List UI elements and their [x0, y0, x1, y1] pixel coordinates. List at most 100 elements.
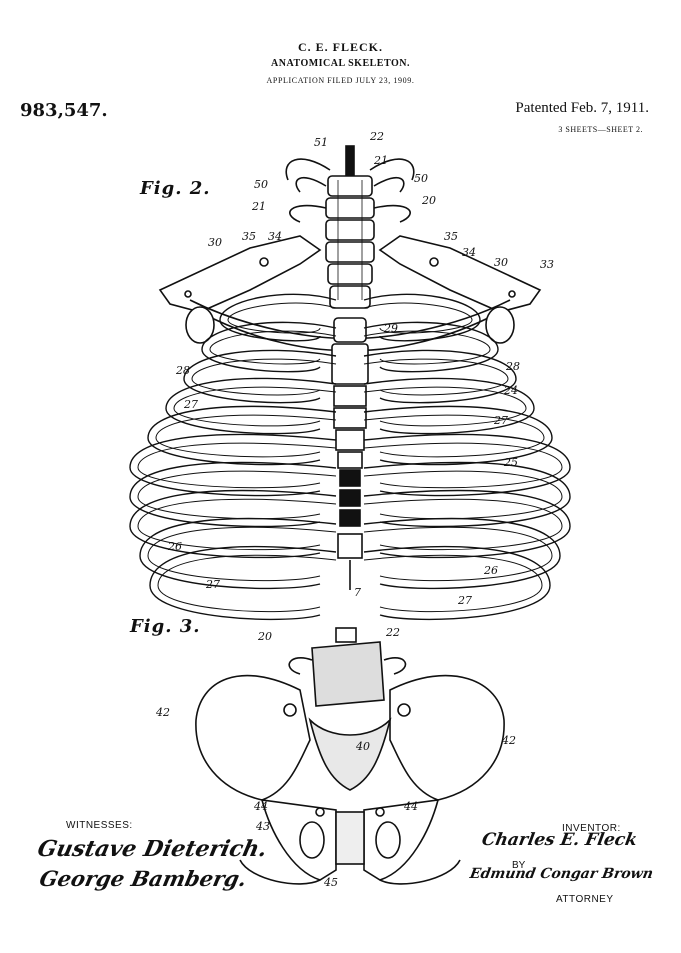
rib-inner-edge [191, 358, 337, 396]
ref-45: 45 [324, 876, 338, 889]
witness-signature-1: Gustave Dieterich. [35, 836, 270, 862]
ref-27-left-top: 27 [184, 398, 198, 411]
ref-27-right-top: 27 [494, 414, 508, 427]
patented-date: Patented Feb. 7, 1911. [515, 100, 649, 116]
ref-42-left: 42 [156, 706, 170, 719]
rib-inner-edge [363, 442, 563, 489]
sheet-count: 3 SHEETS—SHEET 2. [558, 125, 643, 134]
ref-30-right: 30 [494, 256, 508, 269]
ref-50-left: 50 [254, 178, 268, 191]
rib [219, 293, 337, 342]
rib [201, 321, 337, 373]
ref-27-left-bottom: 27 [206, 578, 220, 591]
ref-25: 25 [504, 456, 518, 469]
ref-24: 24 [504, 384, 518, 397]
rib-inner-edge [147, 526, 337, 582]
ref-40: 40 [356, 740, 370, 753]
ref-33: 33 [540, 258, 554, 271]
ref-50-right: 50 [414, 172, 428, 185]
ref-42-right: 42 [502, 734, 516, 747]
ref-22-pelvis: 22 [386, 626, 400, 639]
rib [363, 405, 553, 466]
ref-34-left: 34 [268, 230, 282, 243]
attorney-label: ATTORNEY [556, 894, 614, 905]
rib [363, 517, 561, 590]
rib-inner-edge [363, 526, 553, 582]
rib [363, 321, 499, 373]
rib-inner-edge [137, 498, 337, 551]
rib [129, 461, 337, 528]
ref-26-left: 26 [168, 540, 182, 553]
ref-20-pelvis: 20 [258, 630, 272, 643]
ref-34-right: 34 [462, 246, 476, 259]
witness-signature-2: George Bamberg. [37, 866, 250, 891]
rib [363, 461, 571, 528]
rib-inner-edge [363, 358, 509, 396]
rib [363, 377, 535, 435]
rib [363, 293, 481, 342]
rib-inner-edge [173, 386, 337, 427]
ref-29: 29 [384, 322, 398, 335]
ref-35-right: 35 [444, 230, 458, 243]
filing-date: APPLICATION FILED JULY 23, 1909. [266, 76, 415, 85]
rib [165, 377, 337, 435]
ref-27-right-bottom: 27 [458, 594, 472, 607]
rib-inner-edge [363, 414, 545, 458]
cervical-vertebrae [285, 158, 415, 309]
rib-inner-edge [137, 442, 337, 489]
rib [129, 489, 337, 559]
ref-20: 20 [422, 194, 436, 207]
rib [139, 517, 337, 590]
rib [149, 545, 337, 621]
rib-inner-edge [155, 414, 337, 458]
pubic-bones [239, 799, 461, 885]
rib-inner-edge [363, 330, 491, 365]
ref-43: 43 [256, 820, 270, 833]
witnesses-label: WITNESSES: [66, 820, 133, 831]
ribs [129, 293, 571, 621]
figure-2-label: Fig. 2. [140, 178, 211, 199]
sacrum [308, 717, 392, 791]
rib-inner-edge [227, 302, 337, 334]
ref-28-right: 28 [506, 360, 520, 373]
sternum [331, 317, 369, 469]
rib [363, 545, 551, 621]
attorney-signature: Edmund Congar Brown [468, 866, 655, 882]
rib [129, 433, 337, 497]
rib [363, 489, 571, 559]
ref-21-top: 21 [374, 154, 388, 167]
rib-inner-edge [363, 554, 543, 613]
ref-28-left: 28 [176, 364, 190, 377]
ref-21-side: 21 [252, 200, 266, 213]
rib [147, 405, 337, 466]
rib-inner-edge [363, 498, 563, 551]
ref-26-right: 26 [484, 564, 498, 577]
ref-7: 7 [354, 586, 361, 599]
rib-inner-edge [363, 386, 527, 427]
by-label: BY [512, 860, 526, 871]
rib-inner-edge [157, 554, 337, 613]
ref-51: 51 [314, 136, 328, 149]
rib-inner-edge [363, 302, 473, 334]
inventor-label: INVENTOR: [562, 823, 621, 834]
inventor-name: C. E. FLECK. [297, 40, 383, 54]
lumbar-block [288, 627, 407, 707]
lumbar-vertebrae [337, 469, 363, 590]
figure-3-label: Fig. 3. [130, 616, 201, 637]
ref-44-right: 44 [404, 800, 418, 813]
rib [363, 433, 571, 497]
ilium-wings [195, 674, 505, 801]
ref-22: 22 [370, 130, 384, 143]
ref-30-left: 30 [208, 236, 222, 249]
ref-35-left: 35 [242, 230, 256, 243]
patent-number: 983,547. [20, 100, 108, 121]
patent-title: ANATOMICAL SKELETON. [271, 58, 410, 69]
clavicles [158, 235, 542, 352]
inventor-signature: Charles E. Fleck [480, 830, 639, 850]
rib-inner-edge [209, 330, 337, 365]
rib [183, 349, 337, 404]
rib [363, 349, 517, 404]
ref-44-left: 44 [254, 800, 268, 813]
